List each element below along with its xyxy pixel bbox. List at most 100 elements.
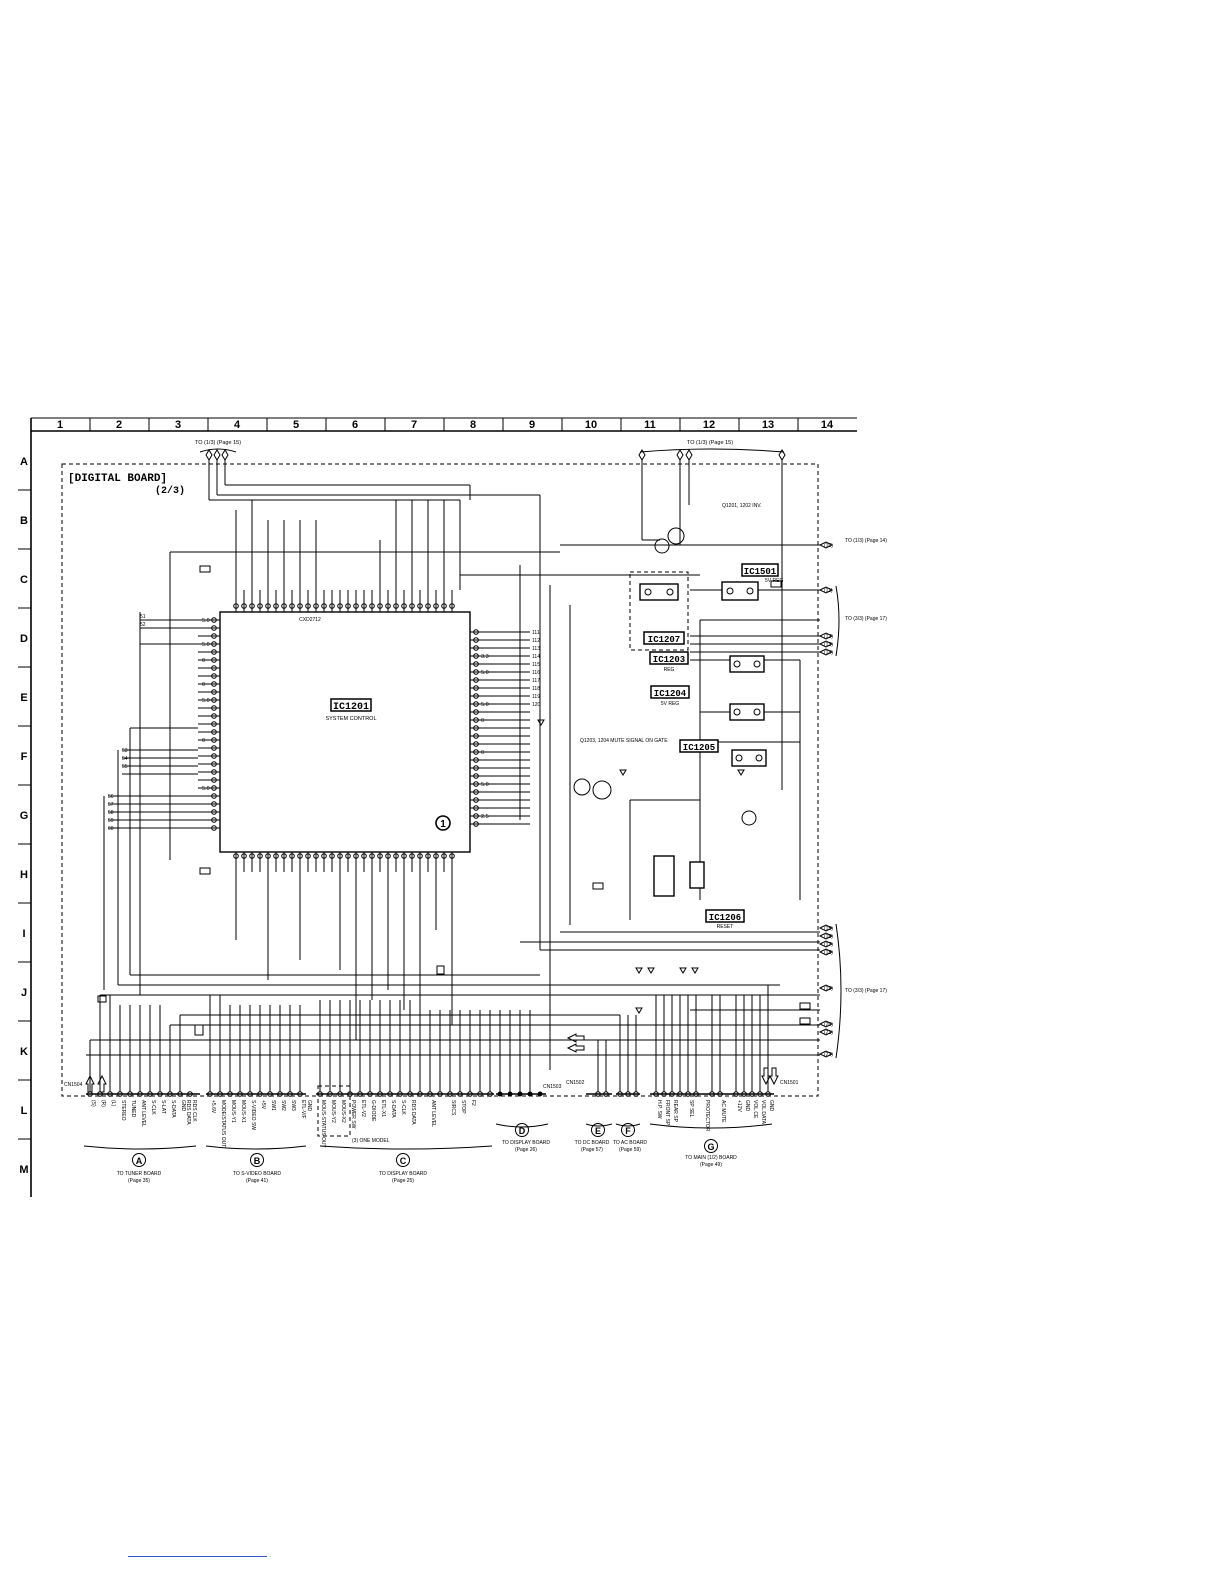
- left-pin-number: 57: [108, 802, 114, 808]
- signal-label: MODE/STATUS OUT: [220, 1100, 226, 1147]
- right-io-label: (18): [824, 950, 833, 956]
- ic1203-desc: REG: [664, 667, 675, 673]
- bottom-signal-labels-b: +5.6V MODE/STATUS OUT MOUS-Y1 MOUS-X1 S-…: [210, 1100, 312, 1147]
- signal-label: GND: [180, 1100, 186, 1112]
- ic1207-dashed-region: [629, 571, 689, 651]
- voltage-reading: 5.0: [481, 782, 489, 788]
- signal-label: MOUS-X1: [240, 1100, 246, 1123]
- column-label: 8: [470, 419, 476, 431]
- signal-label: SIRCS: [450, 1100, 456, 1116]
- voltage-reading: 5.0: [202, 618, 210, 624]
- connector-d: D TO DISPLAY BOARD (Page 26): [502, 1123, 550, 1153]
- column-labels: 1 2 3 4 5 6 7 8 9 10 11 12 13 14: [57, 419, 834, 431]
- signal-label: STEREO: [120, 1100, 126, 1121]
- row-label: D: [20, 633, 28, 645]
- left-pin-number: 53: [122, 748, 128, 754]
- right-io-label: (21): [824, 1030, 833, 1036]
- row-labels: A B C D E F G H I J K L M: [19, 456, 28, 1176]
- column-label: 13: [762, 419, 774, 431]
- voltage-reading: 0: [202, 738, 205, 744]
- column-label: 14: [821, 419, 834, 431]
- connector-braces: [83, 1123, 773, 1150]
- connector-a-letter: A: [136, 1156, 143, 1166]
- voltage-reading: 5.0: [202, 698, 210, 704]
- right-io-label: (20): [824, 1022, 833, 1028]
- signal-label: AC MUTE: [720, 1100, 726, 1123]
- signal-label: VOL.CE: [752, 1100, 758, 1119]
- column-label: 2: [116, 419, 122, 431]
- ic1201-label-box: [330, 698, 372, 712]
- signal-label: REAR SP: [672, 1100, 678, 1123]
- row-label: G: [20, 810, 29, 822]
- right-pin-number: 118: [532, 686, 540, 692]
- row-label: F: [21, 751, 28, 763]
- connector-f: F TO AC BOARD (Page 59): [613, 1123, 647, 1153]
- right-io-label: (13): [824, 642, 833, 648]
- connector-f-letter: F: [625, 1126, 631, 1136]
- footer-link-underline[interactable]: [128, 1556, 267, 1557]
- wiring: [86, 484, 820, 1092]
- ic1207-block: [639, 583, 685, 645]
- signal-label: G-DIODE: [370, 1100, 376, 1122]
- right-pin-number: 115: [532, 662, 540, 668]
- signal-label: PROTECTOR: [704, 1100, 710, 1132]
- q1201-label: Q1201, 1202 INV.: [722, 503, 762, 509]
- right-pin-number: 116: [532, 670, 540, 676]
- ic1204-desc: 5V REG: [661, 701, 679, 707]
- connector-f-page: (Page 59): [619, 1147, 641, 1153]
- left-pin-number: 59: [108, 818, 114, 824]
- connector-c-letter: C: [400, 1156, 407, 1166]
- signal-label: GND: [768, 1100, 774, 1112]
- connector-c-to: TO DISPLAY BOARD: [379, 1171, 427, 1177]
- right-io-label: (11): [824, 588, 833, 594]
- signal-label: MOUS-X2: [340, 1100, 346, 1123]
- right-ref-3: TO (3/3) (Page 17): [845, 988, 887, 994]
- row-label: A: [20, 456, 28, 468]
- signal-label: STOP: [460, 1100, 466, 1114]
- signal-label: ETL-X1: [380, 1100, 386, 1117]
- voltage-reading: 0: [202, 658, 205, 664]
- connector-b-letter: B: [254, 1156, 261, 1166]
- top-ref-left-brace: [199, 448, 237, 453]
- voltage-reading: 5.0: [202, 642, 210, 648]
- connector-a-to: TO TUNER BOARD: [117, 1171, 162, 1177]
- connector-a: A TO TUNER BOARD (Page 35): [117, 1153, 162, 1184]
- voltage-readings: 5.0 5.0 0 0 5.0 0 5.0 3.3 5.0 5.0 0 0 5.…: [202, 618, 489, 820]
- connector-d-page: (Page 26): [515, 1147, 537, 1153]
- left-pin-number: 51: [140, 614, 146, 620]
- bottom-signal-labels-a: (S) (R) (L) STEREO TUNED ANT LEVEL S-CLK…: [90, 1100, 197, 1127]
- column-label: 12: [703, 419, 715, 431]
- pin1-marker-label: 1: [440, 819, 446, 830]
- board-title: [DIGITAL BOARD]: [68, 473, 167, 485]
- ic1205-name: IC1205: [683, 743, 715, 753]
- cn1503-label: CN1503: [543, 1084, 562, 1090]
- signal-label: RDS DATA: [410, 1100, 416, 1125]
- voltage-reading: 0: [202, 682, 205, 688]
- signal-label: MOUS-Y1: [230, 1100, 236, 1123]
- top-ref-right: TO (1/3) (Page 15): [687, 440, 733, 446]
- left-pin-number: 55: [122, 764, 128, 770]
- right-pin-number: 112: [532, 638, 540, 644]
- row-label: M: [19, 1164, 28, 1176]
- transistor-q1203: [573, 778, 612, 800]
- signal-label: SW3: [290, 1100, 296, 1111]
- right-io-label: (14): [824, 650, 833, 656]
- signal-label: S-VIDEO SW: [250, 1100, 256, 1130]
- column-label: 5: [293, 419, 299, 431]
- voltage-reading: 5.0: [481, 670, 489, 676]
- signal-label: S-LAT: [160, 1100, 166, 1114]
- left-pin-numbers: 51 52 53 54 55 56 57 58 59 60: [108, 614, 146, 832]
- signal-label: MOUS-STATUS OUT: [320, 1100, 326, 1148]
- column-label: 6: [352, 419, 358, 431]
- row-label: H: [20, 869, 28, 881]
- connector-b: B TO S-VIDEO BOARD (Page 41): [233, 1153, 281, 1184]
- reg-block-f: [729, 703, 765, 721]
- voltage-reading: 3.3: [481, 654, 489, 660]
- connector-g-letter: G: [707, 1142, 714, 1152]
- row-label: E: [20, 692, 27, 704]
- signal-label: RDS DATA: [185, 1100, 191, 1125]
- signal-label: S-CLK: [150, 1100, 156, 1115]
- right-ref-brace-1: [835, 585, 840, 657]
- right-pin-number: 120: [532, 702, 541, 708]
- connector-b-to: TO S-VIDEO BOARD: [233, 1171, 281, 1177]
